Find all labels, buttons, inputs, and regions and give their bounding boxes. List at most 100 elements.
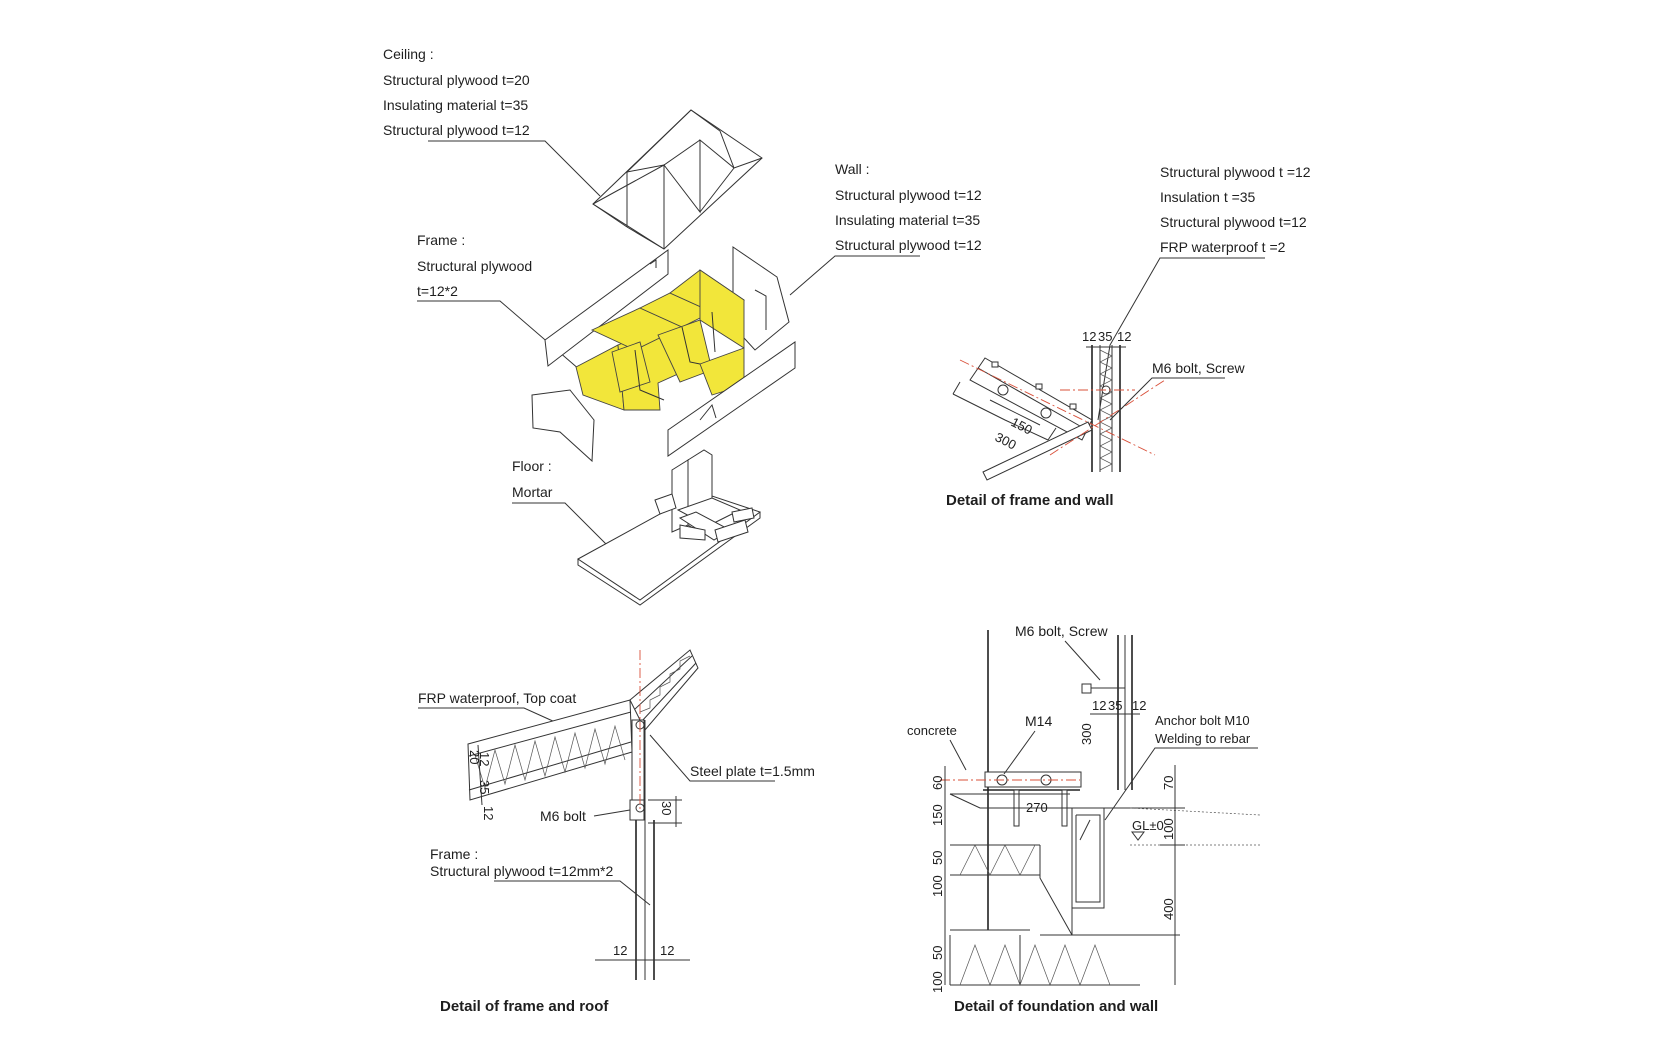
fr-steel-plate-label: Steel plate t=1.5mm bbox=[690, 763, 815, 779]
front-wall-panel bbox=[667, 341, 796, 457]
fw-dim-35: 35 bbox=[1098, 329, 1112, 344]
wall-label: Wall : Structural plywood t=12 Insulatin… bbox=[789, 161, 982, 296]
fd-ground: GL±0 bbox=[1129, 807, 1261, 846]
fr-post bbox=[629, 719, 655, 980]
fd-wall-bolt bbox=[1081, 683, 1092, 694]
frame-layer-2: t=12*2 bbox=[417, 283, 458, 299]
detail-frame-wall: Structural plywood t =12 Insulation t =3… bbox=[946, 164, 1311, 509]
wall-heading: Wall : bbox=[835, 161, 869, 177]
fd-gl-marker bbox=[1131, 831, 1145, 841]
fd-dim-270: 270 bbox=[1026, 800, 1048, 815]
fr-steel-leader bbox=[649, 734, 775, 782]
fd-foundation bbox=[949, 793, 1180, 986]
fd-m14-label: M14 bbox=[1025, 713, 1052, 729]
ceiling-heading: Ceiling : bbox=[383, 46, 434, 62]
detail-frame-roof: FRP waterproof, Top coat Steel pla bbox=[418, 649, 815, 1015]
fd-m14-leader bbox=[1003, 730, 1036, 775]
frame-label: Frame : Structural plywood t=12*2 bbox=[417, 232, 581, 371]
fd-left-dims: 60 150 50 100 50 100 bbox=[930, 766, 946, 993]
fd-dim-12a: 12 bbox=[1092, 698, 1106, 713]
fd-dim-100b: 100 bbox=[930, 971, 945, 993]
ceiling-layer-1: Structural plywood t=20 bbox=[383, 72, 530, 88]
frame-heading: Frame : bbox=[417, 232, 465, 248]
exploded-axonometric: Ceiling : Structural plywood t=20 Insula… bbox=[383, 46, 982, 606]
fw-wall-section bbox=[1091, 345, 1121, 472]
fd-dim-60: 60 bbox=[930, 776, 945, 790]
fd-dim-300: 300 bbox=[1079, 723, 1094, 745]
fr-bottom-dims: 12 12 bbox=[595, 943, 690, 961]
fd-gl-label: GL±0 bbox=[1132, 818, 1164, 833]
fr-dim-20: 20 bbox=[467, 750, 482, 764]
fw-dim-150: 150 bbox=[1009, 414, 1035, 437]
fw-bolt-2 bbox=[1040, 407, 1052, 419]
fw-title: Detail of frame and wall bbox=[946, 492, 1114, 509]
fr-dim-12d: 12 bbox=[660, 943, 674, 958]
wall-layer-1: Structural plywood t=12 bbox=[835, 187, 982, 203]
fw-layer-1: Structural plywood t =12 bbox=[1160, 164, 1311, 180]
fd-dim-100a: 100 bbox=[930, 875, 945, 897]
fr-dim-12c: 12 bbox=[613, 943, 627, 958]
fd-dim-12b: 12 bbox=[1132, 698, 1146, 713]
wall-layer-3: Structural plywood t=12 bbox=[835, 237, 982, 253]
left-end-wall-panel bbox=[531, 389, 595, 463]
floor-leader bbox=[512, 502, 621, 559]
frame-ribs bbox=[575, 269, 745, 411]
fd-anchor-leader bbox=[1104, 747, 1258, 821]
fw-top-dims: 12 35 12 bbox=[1082, 329, 1131, 348]
fw-dim-12a: 12 bbox=[1082, 329, 1096, 344]
floor-heading: Floor : bbox=[512, 458, 552, 474]
fr-dim-12b: 12 bbox=[481, 806, 496, 820]
fd-anchor-label: Anchor bolt M10 bbox=[1155, 713, 1250, 728]
fr-waterproof-leader bbox=[418, 707, 556, 723]
detail-foundation-wall: M6 bolt, Screw 12 35 12 300 bbox=[907, 623, 1261, 1015]
fd-dim-50a: 50 bbox=[930, 851, 945, 865]
fr-bolt-label: M6 bolt bbox=[540, 808, 586, 824]
floor-slab bbox=[577, 449, 762, 606]
fw-bolt-label: M6 bolt, Screw bbox=[1152, 360, 1245, 376]
ceiling-leader bbox=[428, 140, 601, 197]
ceiling-label: Ceiling : Structural plywood t=20 Insula… bbox=[383, 46, 601, 197]
fd-bolt-label: M6 bolt, Screw bbox=[1015, 623, 1108, 639]
fd-welding-label: Welding to rebar bbox=[1155, 731, 1251, 746]
fd-bolt-leader bbox=[1064, 640, 1101, 681]
floor-layer-1: Mortar bbox=[512, 484, 553, 500]
fw-bolt-leader bbox=[1109, 377, 1225, 421]
fw-layers-leader bbox=[1097, 257, 1265, 421]
fr-dim-35: 35 bbox=[477, 780, 492, 794]
fr-stack-dims: 20 12 35 12 bbox=[467, 744, 496, 820]
fd-dim-400: 400 bbox=[1161, 898, 1176, 920]
floor-label: Floor : Mortar bbox=[512, 458, 621, 559]
fr-frame-line: Structural plywood t=12mm*2 bbox=[430, 863, 613, 879]
ceiling-layer-3: Structural plywood t=12 bbox=[383, 122, 530, 138]
fr-dim-12a: 12 bbox=[477, 752, 492, 766]
fd-dim-150: 150 bbox=[930, 804, 945, 826]
fr-waterproof-label: FRP waterproof, Top coat bbox=[418, 690, 576, 706]
fw-layer-3: Structural plywood t=12 bbox=[1160, 214, 1307, 230]
frame-layer-1: Structural plywood bbox=[417, 258, 532, 274]
fr-bolt-leader bbox=[593, 809, 631, 817]
fr-frame-leader bbox=[494, 880, 651, 906]
fr-plate-dim: 30 bbox=[648, 796, 682, 827]
fd-dim-100c: 100 bbox=[1161, 818, 1176, 840]
fr-frame-heading: Frame : bbox=[430, 846, 478, 862]
fw-layer-2: Insulation t =35 bbox=[1160, 189, 1256, 205]
fd-dim-70: 70 bbox=[1161, 776, 1176, 790]
fw-bolt-1 bbox=[997, 384, 1009, 396]
back-wall-panel bbox=[544, 249, 669, 367]
ceiling-panel bbox=[592, 109, 763, 250]
fw-dim-12b: 12 bbox=[1117, 329, 1131, 344]
fr-title: Detail of frame and roof bbox=[440, 998, 609, 1015]
fd-concrete-label: concrete bbox=[907, 723, 957, 738]
fd-right-dims: 70 100 400 bbox=[1160, 765, 1185, 985]
fr-dim-30: 30 bbox=[659, 801, 674, 815]
fd-title: Detail of foundation and wall bbox=[954, 998, 1158, 1015]
wall-leader bbox=[789, 255, 920, 296]
fd-top-dims: 12 35 12 300 bbox=[1079, 698, 1146, 745]
fw-frame-arm bbox=[969, 357, 1111, 481]
fw-centerlines bbox=[959, 359, 1166, 456]
wall-layer-2: Insulating material t=35 bbox=[835, 212, 980, 228]
fd-concrete-leader bbox=[949, 739, 967, 771]
fd-dim-50b: 50 bbox=[930, 946, 945, 960]
fw-dim-300: 300 bbox=[993, 429, 1019, 452]
